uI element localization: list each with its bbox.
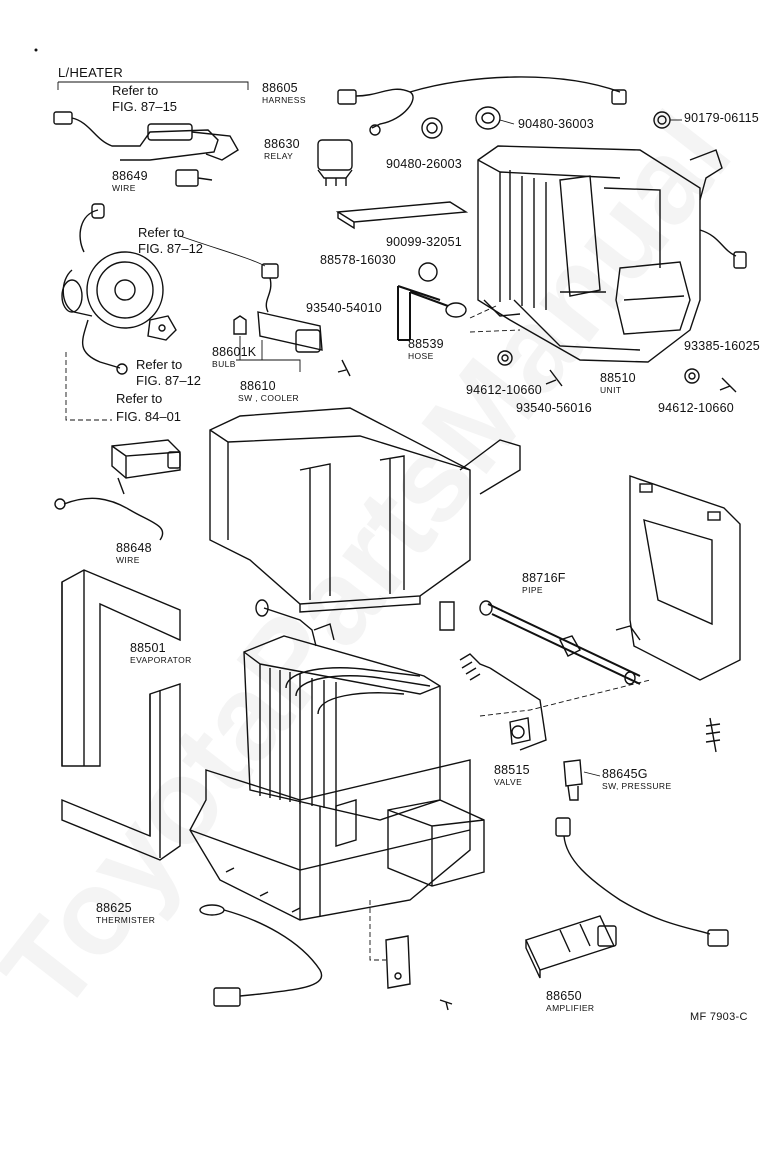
duct-left [61, 569, 181, 861]
ref-87-12-bottom-line2: FIG. 87–12 [136, 373, 202, 388]
evaporator-88501 [243, 599, 441, 821]
part-name-wire-88649: WIRE [112, 183, 136, 193]
unit-hardware [497, 350, 737, 393]
part-number-valve: 88515 [494, 763, 530, 777]
ref-84-01-line1: Refer to [116, 391, 163, 406]
part-number-relay: 88630 [264, 137, 300, 151]
cover-panel-right [615, 475, 741, 681]
part-number-88578-16030: 88578-16030 [320, 253, 396, 267]
heater-wire-assembly [53, 111, 239, 187]
part-name-pressure-switch: SW, PRESSURE [602, 781, 672, 791]
part-number-plug-90480-36003: 90480-36003 [518, 117, 594, 131]
ref-87-12-top-line1: Refer to [138, 225, 185, 240]
part-name-unit: UNIT [600, 385, 622, 395]
part-name-harness: HARNESS [262, 95, 306, 105]
part-number-pipe: 88716F [522, 571, 566, 585]
valve-dash [479, 679, 651, 717]
figure-code: MF 7903-C [690, 1011, 748, 1023]
relay-left [111, 439, 181, 479]
hose-88539 [397, 285, 467, 341]
pipe-88716F [479, 600, 641, 685]
part-number-washer-94612-right: 94612-10660 [658, 401, 734, 415]
part-name-evaporator: EVAPORATOR [130, 655, 192, 665]
ref-87-15-line1: Refer to [112, 83, 159, 98]
part-name-valve: VALVE [494, 777, 523, 787]
relay-88630 [317, 139, 353, 186]
heater-bracket-line [57, 81, 249, 90]
part-name-hose: HOSE [408, 351, 434, 361]
part-number-pressure-switch: 88645G [602, 767, 648, 781]
heater-header: L/HEATER [58, 65, 124, 80]
pressure-switch-88645G [563, 759, 601, 801]
part-number-wire-88648: 88648 [116, 541, 152, 555]
part-number-washer-94612-left: 94612-10660 [466, 383, 542, 397]
cooler-switch-assembly [233, 263, 323, 372]
watermark: ToyotaPartsManual [0, 88, 756, 1036]
plate-88578 [335, 201, 469, 223]
part-number-screw-93385-16025: 93385-16025 [684, 339, 760, 353]
amplifier-88650-shape [525, 915, 617, 979]
part-number-hose: 88539 [408, 337, 444, 351]
part-name-relay: RELAY [264, 151, 294, 161]
wire-88648-shape [54, 477, 164, 541]
part-number-switch-cooler: 88610 [240, 379, 276, 393]
part-number-screw-93540-54010: 93540-54010 [306, 301, 382, 315]
pressure-switch-wire [555, 817, 729, 947]
case-lower [189, 759, 485, 921]
screw-93540-54010-shape [337, 359, 351, 377]
part-number-thermister: 88625 [96, 901, 132, 915]
ref-87-12-bottom-line1: Refer to [136, 357, 183, 372]
screw-bottom [439, 999, 453, 1011]
ref-87-12-leader [179, 235, 266, 267]
thermister-88625-shape [199, 904, 323, 1007]
part-number-screw-93540-56016: 93540-56016 [516, 401, 592, 415]
ref-87-15-line2: FIG. 87–15 [112, 99, 178, 114]
case-upper [209, 407, 521, 613]
blower-motor [61, 203, 177, 375]
ref-84-01-line2: FIG. 84–01 [116, 409, 182, 424]
part-number-wire-88649: 88649 [112, 169, 148, 183]
valve-88515-shape [459, 653, 547, 751]
bracket-lower [385, 935, 411, 989]
ref-87-12-top-line2: FIG. 87–12 [138, 241, 204, 256]
part-number-harness: 88605 [262, 81, 298, 95]
harness-88605 [337, 76, 627, 136]
cooling-unit-88510 [477, 145, 747, 363]
part-number-plug-90480-26003: 90480-26003 [386, 157, 462, 171]
unit-dashes [469, 305, 521, 333]
bracket-dash [369, 900, 386, 961]
part-name-bulb: BULB [212, 359, 236, 369]
plugs-grommets [418, 106, 682, 282]
part-name-switch-cooler: SW , COOLER [238, 393, 300, 403]
part-number-grommet-90099-32051: 90099-32051 [386, 235, 462, 249]
part-name-amplifier: AMPLIFIER [546, 1003, 595, 1013]
part-number-evaporator: 88501 [130, 641, 166, 655]
part-number-unit: 88510 [600, 371, 636, 385]
clip [439, 601, 455, 631]
ref-dash-left [65, 352, 112, 421]
part-name-thermister: THERMISTER [96, 915, 156, 925]
part-number-nut-90179-06115: 90179-06115 [684, 111, 759, 125]
screw-right [705, 717, 721, 753]
part-name-pipe: PIPE [522, 585, 543, 595]
part-number-bulb: 88601K [212, 345, 257, 359]
part-name-wire-88648: WIRE [116, 555, 140, 565]
part-number-amplifier: 88650 [546, 989, 582, 1003]
